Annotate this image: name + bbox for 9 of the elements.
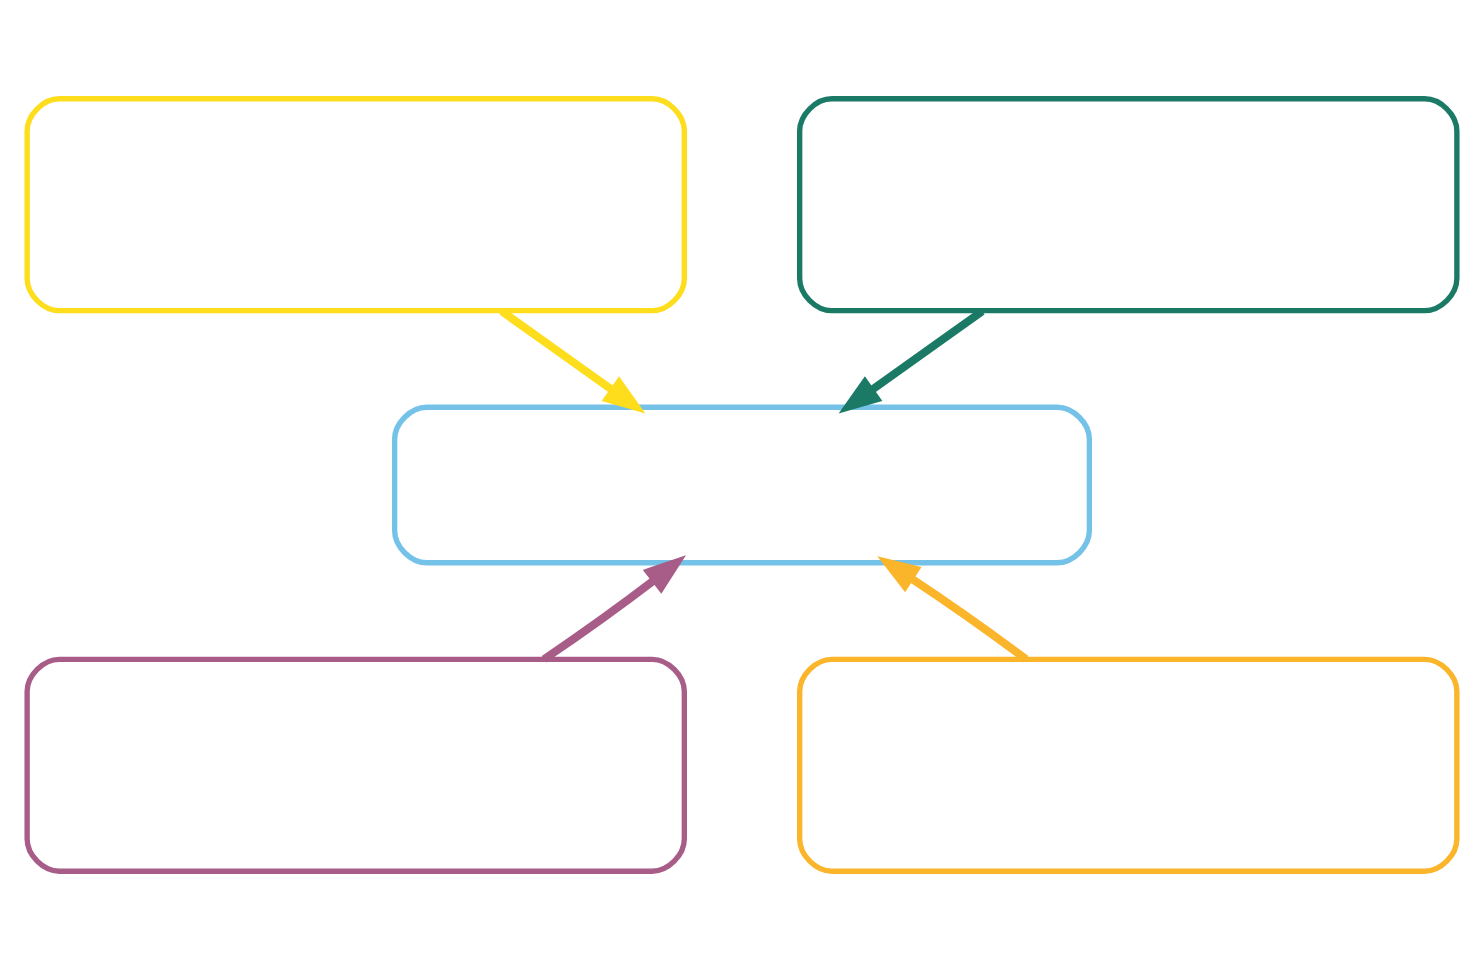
node-box bbox=[391, 404, 1093, 566]
node-box bbox=[797, 96, 1460, 314]
arrow bbox=[877, 556, 1029, 663]
node-box bbox=[24, 96, 687, 314]
node-box bbox=[797, 656, 1460, 874]
node-box bbox=[24, 656, 687, 874]
arrow bbox=[541, 555, 686, 663]
arrow bbox=[499, 308, 646, 414]
arrow bbox=[838, 308, 985, 414]
